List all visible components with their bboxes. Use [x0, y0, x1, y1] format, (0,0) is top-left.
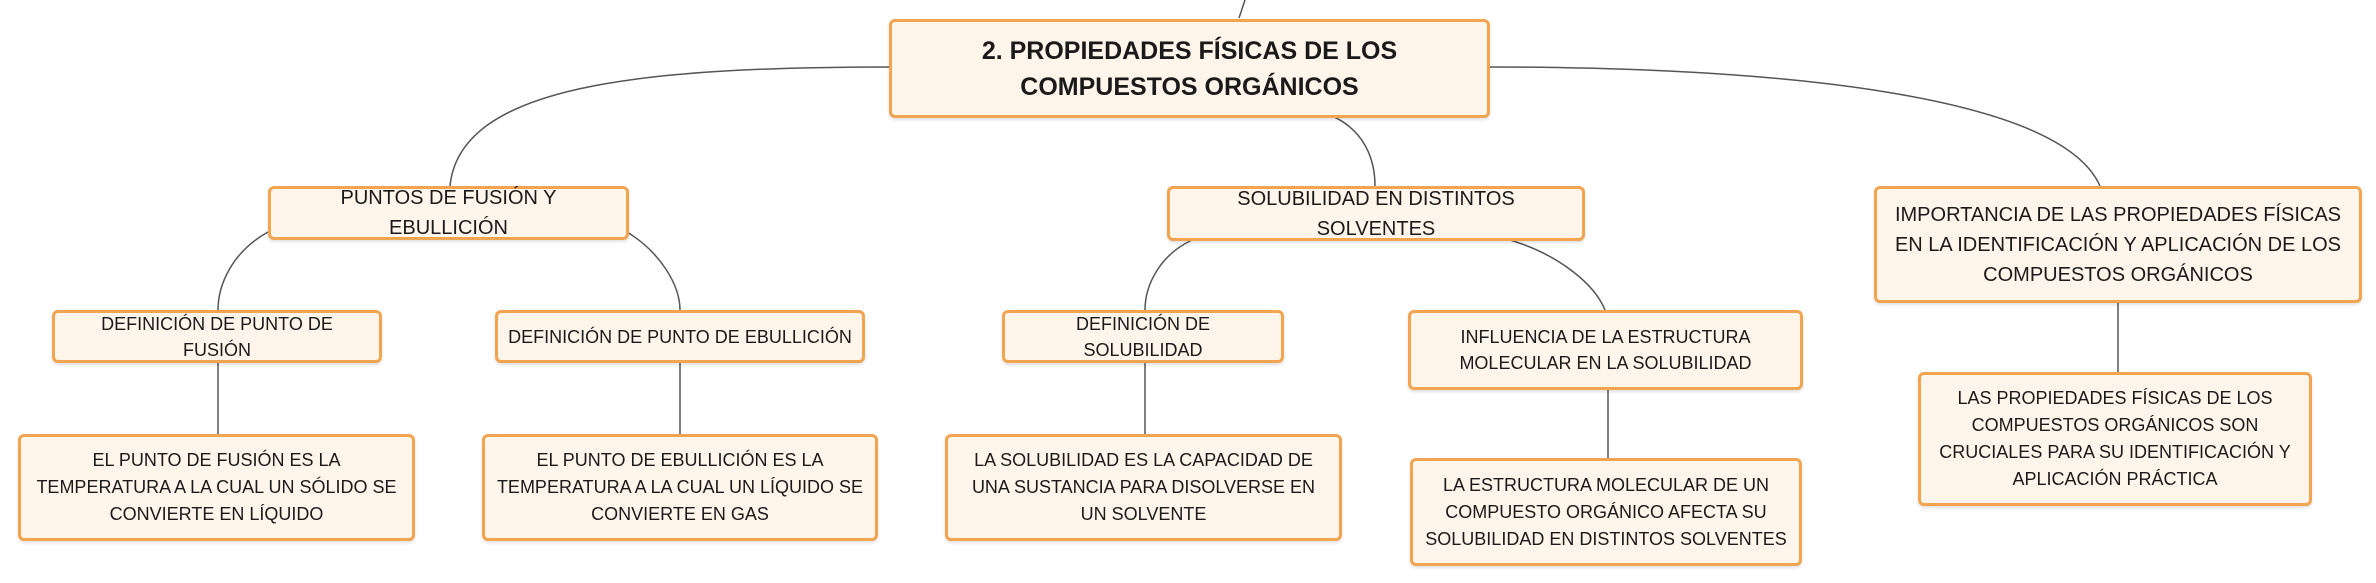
subtopic-def-ebullicion[interactable]: DEFINICIÓN DE PUNTO DE EBULLICIÓN — [495, 310, 865, 363]
connector-root-solubility — [1329, 114, 1376, 187]
connector-fusion-def — [217, 231, 269, 311]
topic-label: IMPORTANCIA DE LAS PROPIEDADES FÍSICAS E… — [1894, 203, 2342, 286]
detail-fusion[interactable]: EL PUNTO DE FUSIÓN ES LA TEMPERATURA A L… — [18, 434, 415, 541]
topic-label: SOLUBILIDAD EN DISTINTOS SOLVENTES — [1237, 187, 1515, 240]
subtopic-def-fusion[interactable]: DEFINICIÓN DE PUNTO DE FUSIÓN — [52, 310, 382, 363]
root-node-label: 2. PROPIEDADES FÍSICAS DE LOS COMPUESTOS… — [981, 36, 1398, 101]
connector-solubility-def — [1144, 239, 1193, 311]
detail-ebullicion[interactable]: EL PUNTO DE EBULLICIÓN ES LA TEMPERATURA… — [482, 434, 878, 541]
detail-solubilidad[interactable]: LA SOLUBILIDAD ES LA CAPACIDAD DE UNA SU… — [945, 434, 1342, 541]
connector-root-fusion — [449, 66, 894, 187]
subtopic-label: DEFINICIÓN DE SOLUBILIDAD — [1075, 313, 1210, 360]
root-node[interactable]: 2. PROPIEDADES FÍSICAS DE LOS COMPUESTOS… — [889, 19, 1490, 118]
subtopic-influencia-estructura[interactable]: INFLUENCIA DE LA ESTRUCTURA MOLECULAR EN… — [1408, 310, 1803, 390]
subtopic-def-solubilidad[interactable]: DEFINICIÓN DE SOLUBILIDAD — [1002, 310, 1284, 363]
detail-text: LA ESTRUCTURA MOLECULAR DE UN COMPUESTO … — [1425, 474, 1787, 549]
detail-text: EL PUNTO DE EBULLICIÓN ES LA TEMPERATURA… — [496, 450, 864, 524]
topic-label: PUNTOS DE FUSIÓN Y EBULLICIÓN — [340, 187, 557, 239]
detail-text: EL PUNTO DE FUSIÓN ES LA TEMPERATURA A L… — [36, 450, 397, 524]
connector-fusion-boil — [626, 231, 681, 311]
connector-root-importance — [1485, 66, 2101, 187]
detail-importancia[interactable]: LAS PROPIEDADES FÍSICAS DE LOS COMPUESTO… — [1918, 372, 2312, 506]
connector-solubility-influence — [1509, 239, 1606, 311]
subtopic-label: INFLUENCIA DE LA ESTRUCTURA MOLECULAR EN… — [1459, 327, 1752, 373]
topic-importancia[interactable]: IMPORTANCIA DE LAS PROPIEDADES FÍSICAS E… — [1874, 186, 2362, 303]
connector-root-parent — [1238, 0, 1246, 19]
detail-estructura[interactable]: LA ESTRUCTURA MOLECULAR DE UN COMPUESTO … — [1410, 458, 1802, 566]
subtopic-label: DEFINICIÓN DE PUNTO DE FUSIÓN — [101, 313, 333, 360]
topic-solubilidad[interactable]: SOLUBILIDAD EN DISTINTOS SOLVENTES — [1167, 186, 1585, 241]
subtopic-label: DEFINICIÓN DE PUNTO DE EBULLICIÓN — [508, 326, 852, 347]
topic-puntos-fusion-ebullicion[interactable]: PUNTOS DE FUSIÓN Y EBULLICIÓN — [268, 186, 629, 240]
detail-text: LA SOLUBILIDAD ES LA CAPACIDAD DE UNA SU… — [971, 450, 1316, 524]
detail-text: LAS PROPIEDADES FÍSICAS DE LOS COMPUESTO… — [1939, 388, 2291, 489]
